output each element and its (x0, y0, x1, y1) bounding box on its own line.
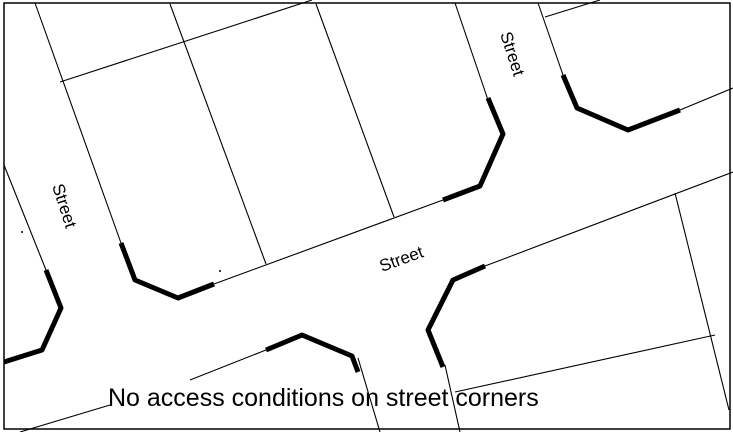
street-label-center: Street (377, 242, 426, 275)
survey-dot (21, 231, 23, 233)
corner-restriction-left-block (3, 269, 64, 365)
lot-lines (59, 0, 730, 411)
diagram-frame (3, 2, 731, 430)
street-edge (189, 349, 267, 381)
lot-line (454, 334, 716, 393)
diagram-caption: No access conditions on street corners (108, 384, 539, 412)
survey-dot (219, 270, 221, 272)
street-edge (679, 87, 733, 111)
street-edge (537, 2, 564, 76)
corner-restriction-top-left-block (118, 242, 215, 301)
street-edge (444, 364, 461, 432)
lot-line (315, 3, 395, 218)
corner-restriction-bottom-center-block (265, 332, 361, 373)
street-edge (484, 171, 733, 267)
corner-restriction-top-center-block (442, 97, 506, 203)
lot-line (59, 0, 313, 83)
street-label-top-right: Street (496, 29, 528, 78)
street-label-left: Street (48, 181, 80, 230)
lot-line (544, 0, 601, 18)
corner-restriction-top-right-block (560, 74, 681, 133)
street-edges (3, 2, 733, 432)
lot-line (674, 192, 730, 411)
street-edge (357, 357, 381, 432)
street-edge (213, 199, 444, 285)
corner-restrictions (3, 74, 681, 373)
lot-line (169, 3, 267, 265)
corner-restriction-bottom-right-block (425, 263, 487, 368)
street-edge (19, 404, 111, 432)
street-edge (454, 2, 489, 101)
street-edge (34, 2, 122, 244)
street-edge (3, 164, 47, 271)
